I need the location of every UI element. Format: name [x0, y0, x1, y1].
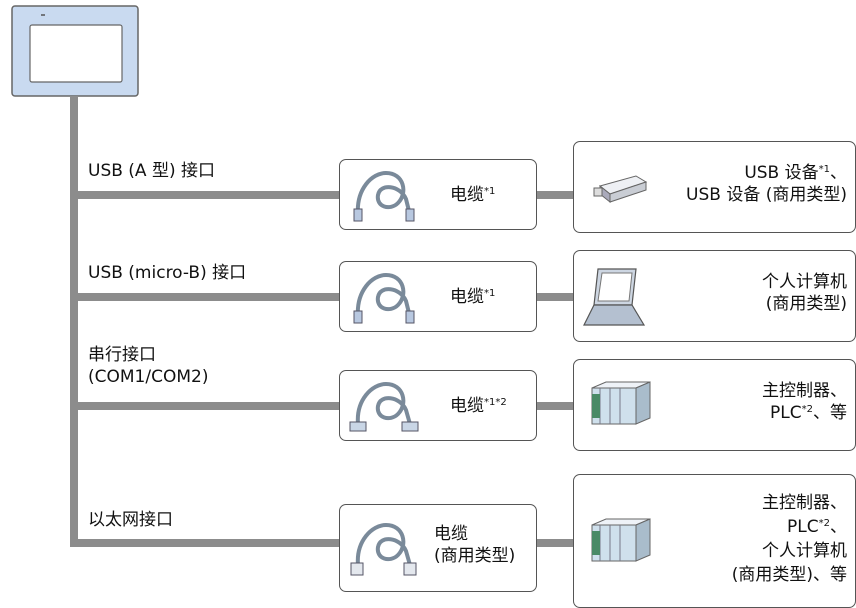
device-label: 主控制器、 PLC*2、 个人计算机 (商用类型)、等	[731, 493, 847, 585]
port-label-serial: 串行接口 (COM1/COM2)	[88, 345, 209, 387]
usb-cable-icon	[346, 269, 416, 329]
cable-box: 电缆 (商用类型)	[339, 504, 537, 592]
cable-box: 电缆*1	[339, 261, 537, 332]
device-box: 主控制器、 PLC*2、 个人计算机 (商用类型)、等	[573, 474, 856, 608]
port-label-ethernet: 以太网接口	[88, 510, 173, 530]
usb-cable-icon	[346, 167, 416, 227]
connector-line	[537, 191, 574, 199]
hmi-terminal-icon	[11, 5, 139, 97]
cable-label: 电缆*1	[450, 287, 496, 307]
device-label: 主控制器、 PLC*2、等	[762, 381, 847, 423]
ethernet-cable-icon	[346, 521, 418, 581]
connector-line	[537, 293, 574, 301]
cable-box: 电缆*1*2	[339, 370, 537, 441]
device-label: 个人计算机 (商用类型)	[762, 272, 847, 314]
cable-label: 电缆*1	[450, 185, 496, 205]
serial-cable-icon	[346, 378, 422, 438]
connector-line	[537, 402, 574, 410]
usb-stick-icon	[592, 172, 648, 210]
cable-label: 电缆 (商用类型)	[434, 524, 516, 566]
cable-box: 电缆*1	[339, 159, 537, 230]
cable-label: 电缆*1*2	[450, 396, 507, 416]
plc-icon	[586, 380, 652, 430]
connector-line	[78, 293, 340, 301]
device-box: USB 设备*1、 USB 设备 (商用类型)	[573, 141, 856, 233]
device-box: 主控制器、 PLC*2、等	[573, 359, 856, 451]
trunk-line	[70, 97, 78, 547]
device-label: USB 设备*1、 USB 设备 (商用类型)	[686, 163, 847, 205]
port-label-usb-micro-b: USB (micro-B) 接口	[88, 263, 247, 283]
device-box: 个人计算机 (商用类型)	[573, 250, 856, 342]
plc-icon	[586, 517, 652, 567]
connector-line	[78, 191, 340, 199]
connector-line	[78, 402, 340, 410]
connector-line	[78, 539, 340, 547]
port-label-usb-a: USB (A 型) 接口	[88, 161, 216, 181]
connector-line	[537, 539, 574, 547]
laptop-icon	[582, 265, 648, 335]
